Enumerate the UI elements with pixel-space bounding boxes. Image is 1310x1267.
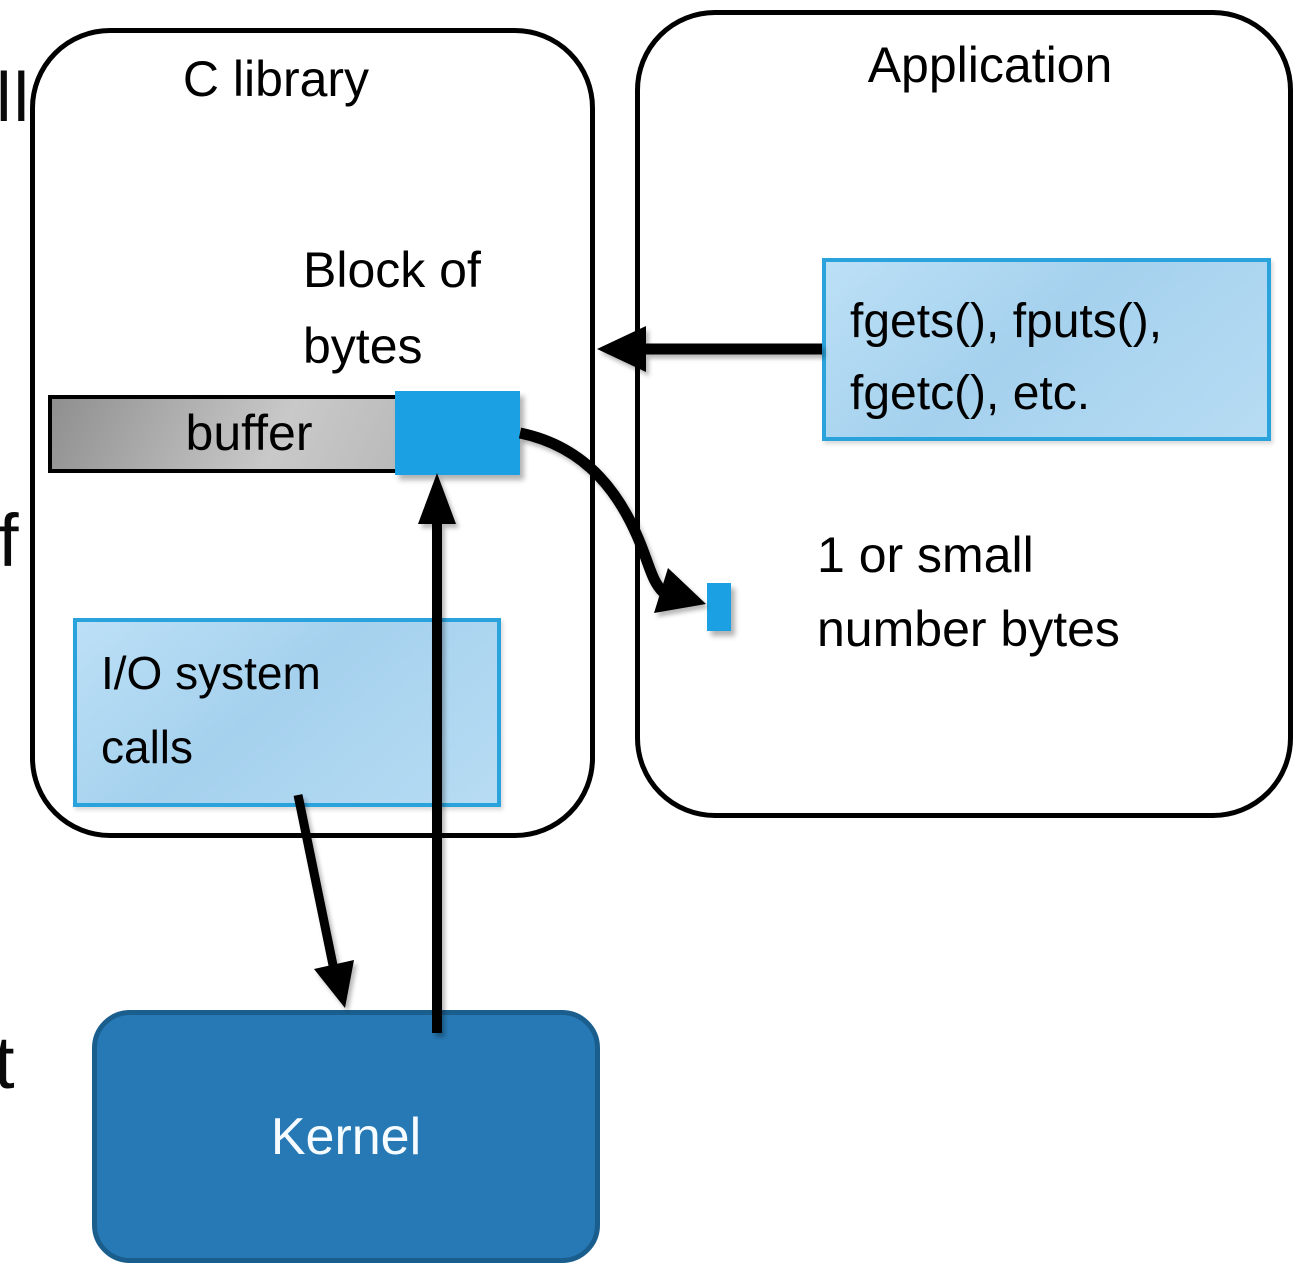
small-bytes-note-line2: number bytes (817, 601, 1120, 657)
stdio-functions-line2: fgetc(), etc. (850, 367, 1091, 420)
application-box (635, 10, 1293, 818)
small-bytes-note-line1: 1 or small (817, 527, 1034, 583)
buffer-label: buffer (185, 405, 313, 461)
c-library-title: C library (182, 51, 370, 107)
kernel-box: Kernel (92, 1010, 600, 1263)
io-system-calls-box: I/O system calls (73, 618, 501, 807)
stdio-functions-line1: fgets(), fputs(), (850, 295, 1163, 348)
buffer-filled-segment (395, 391, 520, 475)
application-title: Application (867, 37, 1113, 93)
io-system-calls-line2: calls (101, 721, 194, 773)
block-of-bytes-label: Block of bytes (303, 232, 481, 384)
stdio-functions-box: fgets(), fputs(), fgetc(), etc. (822, 258, 1271, 441)
block-of-bytes-line1: Block of (303, 242, 481, 298)
cropped-text-top: ll (0, 58, 32, 136)
byte-chip (707, 583, 731, 631)
kernel-title: Kernel (270, 1107, 422, 1166)
block-of-bytes-line2: bytes (303, 318, 423, 374)
small-bytes-note: 1 or small number bytes (817, 518, 1120, 666)
cropped-text-bottom: t (0, 1021, 15, 1104)
io-system-calls-line1: I/O system (101, 647, 321, 699)
cropped-text-middle: f (0, 499, 19, 582)
